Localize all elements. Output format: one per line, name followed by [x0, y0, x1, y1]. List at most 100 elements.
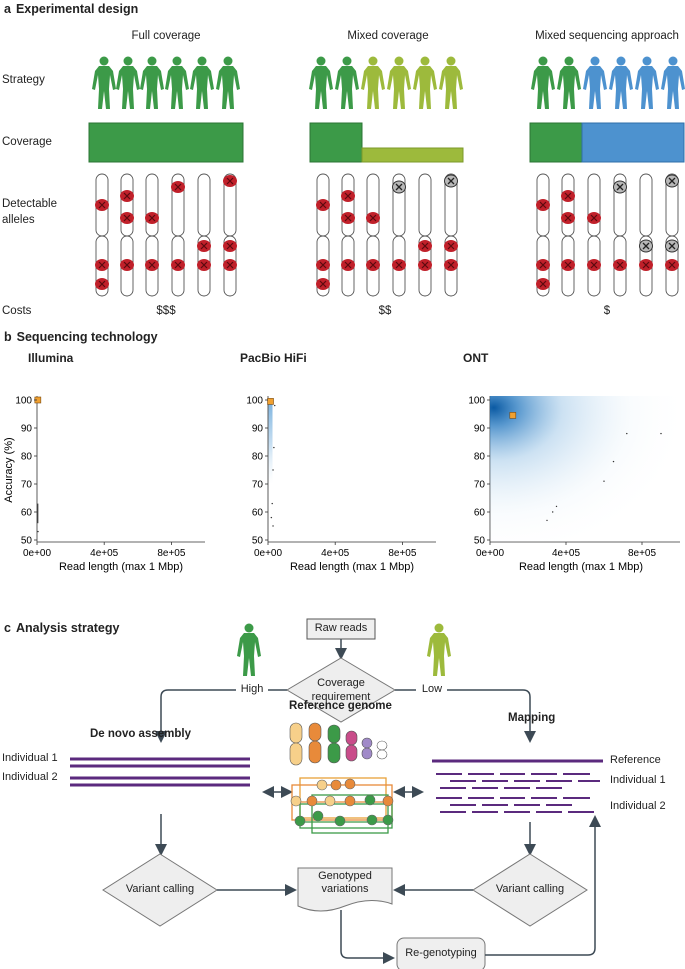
pacbio-outlier [272, 469, 274, 471]
y-tick-label: 100 [468, 396, 485, 407]
pacbio-density-band [268, 400, 273, 484]
people-full-coverage [92, 56, 240, 109]
de-novo-assembly-label: De novo assembly [90, 728, 191, 740]
cost-mixed-sequencing: $ [603, 305, 611, 317]
x-tick-label: 8e+05 [628, 548, 657, 559]
variant-calling-diamond-left [102, 853, 218, 927]
variant-calling-label-left: Variant calling [125, 883, 195, 895]
y-tick-label: 90 [252, 424, 264, 435]
coverage-label-line1: Coverage [317, 677, 365, 689]
coverage-requirement-diamond [286, 657, 396, 723]
x-axis-label: Read length (max 1 Mbp) [290, 561, 414, 573]
y-tick-label: 50 [474, 536, 486, 547]
cost-mixed-coverage: $$ [378, 305, 392, 317]
people-mixed-sequencing [531, 56, 685, 109]
high-coverage-person [237, 623, 261, 676]
graph-genome-nodes [290, 778, 394, 827]
coverage-requirement-label: Coverage requirement [291, 676, 391, 704]
row-label-costs: Costs [2, 305, 32, 317]
x-tick-label: 4e+05 [552, 548, 581, 559]
coverage-label-line2: requirement [311, 691, 371, 703]
ont-outlier [555, 505, 558, 508]
cost-full-coverage: $$$ [156, 305, 176, 317]
coverage-bar-mixed-high [309, 122, 363, 163]
chromosomes-full-coverage [94, 173, 238, 297]
y-tick-label: 70 [474, 480, 486, 491]
y-tick-label: 80 [21, 452, 33, 463]
genotyped-variations-label: Genotyped variations [298, 870, 392, 896]
low-coverage-person [427, 623, 451, 676]
x-tick-label: 0e+00 [476, 548, 505, 559]
x-tick-label: 4e+05 [321, 548, 350, 559]
y-tick-label: 50 [21, 536, 33, 547]
ont-outlier [660, 432, 662, 435]
pacbio-outlier [272, 525, 274, 527]
x-tick-label: 8e+05 [157, 548, 186, 559]
row-label-detectable-alleles: Detectable alleles [2, 198, 57, 226]
chromosomes-mixed-sequencing [535, 173, 680, 297]
pacbio-outlier [270, 516, 273, 519]
high-label: High [240, 683, 264, 695]
row-label-strategy: Strategy [2, 74, 45, 86]
y-tick-label: 80 [252, 452, 264, 463]
column-title-mixed-coverage: Mixed coverage [347, 30, 429, 42]
genotyped-line2: variations [321, 883, 369, 895]
de-novo-contigs [70, 757, 250, 787]
plot-title-ont: ONT [463, 351, 489, 365]
plot-title-illumina: Illumina [28, 351, 74, 365]
y-tick-label: 80 [474, 452, 486, 463]
x-axis-label: Read length (max 1 Mbp) [59, 561, 183, 573]
y-tick-label: 60 [21, 508, 33, 519]
ont-density-cloud [490, 396, 680, 542]
coverage-bar-full [88, 122, 244, 163]
y-tick-label: 100 [246, 396, 263, 407]
ont-outlier [552, 511, 554, 513]
y-axis-label: Accuracy (%) [3, 437, 15, 502]
panel-a-graphics [88, 56, 685, 297]
coverage-bar-mixed-low [361, 147, 464, 163]
panel-c-diagram [70, 618, 603, 969]
coverage-bar-seq-high [529, 122, 583, 163]
reference-genome-chromosomes [289, 722, 388, 766]
y-tick-label: 90 [474, 424, 486, 435]
column-title-full-coverage: Full coverage [131, 30, 201, 42]
pacbio-outlier [273, 446, 275, 449]
x-tick-label: 0e+00 [23, 548, 52, 559]
y-tick-label: 70 [252, 480, 264, 491]
column-title-mixed-sequencing: Mixed sequencing approach [535, 30, 679, 42]
coverage-bar-seq-long [581, 122, 685, 163]
mapping-label: Mapping [508, 712, 556, 724]
genotyped-variations-box [297, 867, 393, 912]
y-tick-label: 90 [21, 424, 33, 435]
de-novo-individual-1: Individual 1 [2, 752, 58, 764]
x-tick-label: 0e+00 [254, 548, 283, 559]
median-point [509, 412, 517, 419]
x-tick-label: 4e+05 [90, 548, 119, 559]
mapping-individual-1: Individual 1 [610, 774, 666, 786]
x-tick-label: 8e+05 [388, 548, 417, 559]
variant-calling-label-right: Variant calling [495, 883, 565, 895]
pacbio-outlier [274, 404, 276, 407]
median-point [267, 398, 274, 405]
raw-reads-label: Raw reads [314, 622, 368, 634]
mapping-individual-2: Individual 2 [610, 800, 666, 812]
x-axis-label: Read length (max 1 Mbp) [519, 561, 643, 573]
ont-outlier [612, 460, 615, 463]
y-tick-label: 60 [252, 508, 264, 519]
low-label: Low [421, 683, 443, 695]
row-label-coverage: Coverage [2, 136, 52, 148]
reference-label: Reference [610, 754, 661, 766]
people-mixed-coverage [309, 56, 463, 109]
genotyped-line1: Genotyped [318, 870, 372, 882]
y-tick-label: 100 [15, 396, 32, 407]
chromosomes-mixed-coverage [315, 173, 459, 297]
plot-title-pacbio: PacBio HiFi [240, 351, 307, 365]
ont-outlier [546, 519, 548, 522]
y-tick-label: 50 [252, 536, 264, 547]
